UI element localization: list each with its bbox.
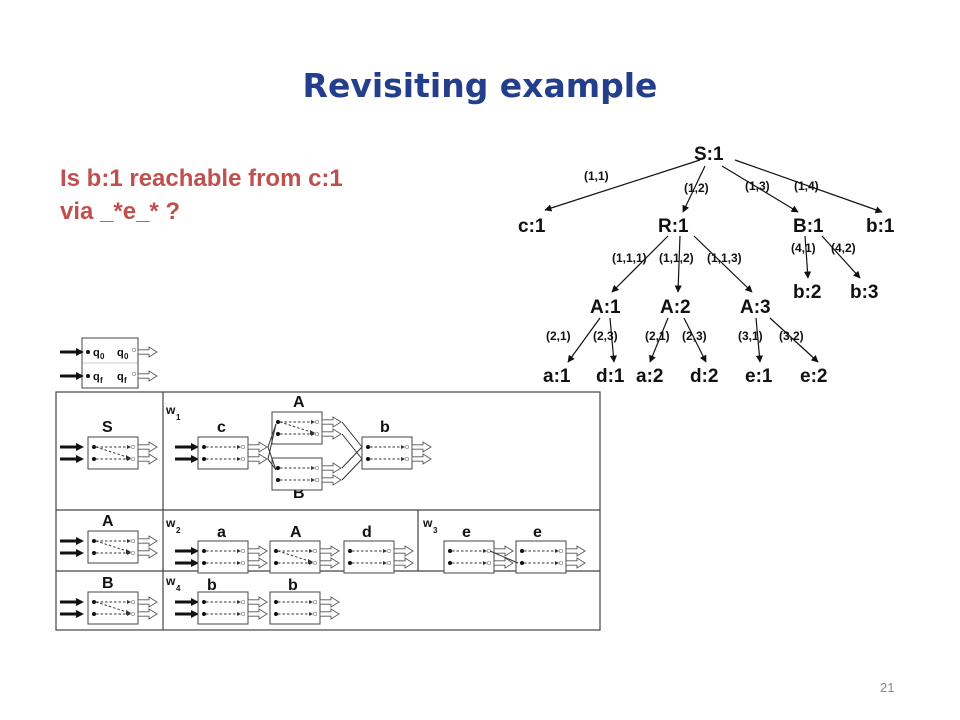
label-a3-e1: (3,1) xyxy=(738,329,763,343)
label-s-r: (1,2) xyxy=(684,181,709,195)
row2-w3-label: w xyxy=(422,516,433,530)
row3-w-label: w xyxy=(165,574,176,588)
row2-w-label: w xyxy=(165,516,176,530)
node-e2: e:2 xyxy=(800,366,827,387)
node-A3: A:3 xyxy=(740,297,771,318)
question-line-2: via _*e_* ? xyxy=(60,198,181,225)
edge-B-b2 xyxy=(803,235,812,279)
row1-w-sub: 1 xyxy=(176,413,181,422)
edge-r-a1 xyxy=(611,235,669,293)
edge-r-a2 xyxy=(674,235,682,293)
row1-w-label: w xyxy=(165,403,176,417)
label-a1-a: (2,1) xyxy=(546,329,571,343)
node-A2: A:2 xyxy=(660,297,691,318)
row2-w-sub: 2 xyxy=(176,526,181,535)
edge-a2-a xyxy=(649,317,669,363)
label-a3-e2: (3,2) xyxy=(779,329,804,343)
node-b2: b:2 xyxy=(793,282,822,303)
edge-a2-d xyxy=(683,317,707,363)
node-b1: b:1 xyxy=(866,216,895,237)
slide-title: Revisiting example xyxy=(302,66,658,105)
label-s-c: (1,1) xyxy=(584,169,609,183)
row1-c-label: c xyxy=(217,419,226,436)
edge-B-b3 xyxy=(821,235,861,279)
node-A1: A:1 xyxy=(590,297,621,318)
edge-s-b xyxy=(734,159,883,214)
legend-qf-left-sub: f xyxy=(100,376,103,385)
legend-q0-left-sub: 0 xyxy=(100,352,105,361)
node-R1: R:1 xyxy=(658,216,689,237)
label-s-b: (1,4) xyxy=(794,179,819,193)
row2-e1-label: e xyxy=(462,524,471,541)
page-number: 21 xyxy=(880,680,895,695)
node-S1: S:1 xyxy=(694,144,724,165)
label-s-B: (1,3) xyxy=(745,179,770,193)
legend-q0-left: q xyxy=(93,347,100,359)
node-d2: d:2 xyxy=(690,366,719,387)
row1-B-label: B xyxy=(293,485,305,502)
row2-w3-sub: 3 xyxy=(433,526,438,535)
row3-b1-label: b xyxy=(207,577,217,594)
row1-A-label: A xyxy=(293,394,305,411)
label-r-a1: (1,1,1) xyxy=(612,251,647,265)
edge-a3-e2 xyxy=(769,317,819,363)
node-c1: c:1 xyxy=(518,216,546,237)
row-2: A w 2 a A d w 3 e e xyxy=(60,513,585,573)
node-B1: B:1 xyxy=(793,216,824,237)
node-b3: b:3 xyxy=(850,282,879,303)
legend-q0-right: q xyxy=(117,347,124,359)
node-a1: a:1 xyxy=(543,366,571,387)
edge-s-B xyxy=(721,165,799,213)
automaton-frame xyxy=(55,391,601,631)
row2-left-label: A xyxy=(102,513,114,530)
row2-e2-label: e xyxy=(533,524,542,541)
label-r-a2: (1,1,2) xyxy=(659,251,694,265)
node-d1: d:1 xyxy=(596,366,625,387)
row1-b-label: b xyxy=(380,419,390,436)
node-e1: e:1 xyxy=(745,366,773,387)
row-3: B w 4 b b xyxy=(60,574,339,624)
legend-qf-right-sub: f xyxy=(124,376,127,385)
legend-qf-right: q xyxy=(117,371,124,383)
question-line-1: Is b:1 reachable from c:1 xyxy=(60,165,343,192)
edge-a3-e1 xyxy=(755,317,763,363)
row2-A-label: A xyxy=(290,524,302,541)
row-1: S w 1 c A B b xyxy=(60,394,431,502)
edge-s-r xyxy=(682,165,706,213)
legend-box: q 0 q 0 q f q f xyxy=(58,337,158,389)
legend-qf-left: q xyxy=(93,371,100,383)
label-a2-d: (2,3) xyxy=(682,329,707,343)
label-r-a3: (1,1,3) xyxy=(707,251,742,265)
label-B-b2: (4,1) xyxy=(791,241,816,255)
row3-b2-label: b xyxy=(288,577,298,594)
edge-a1-a xyxy=(567,317,601,363)
row2-d-label: d xyxy=(362,524,372,541)
label-a1-d: (2,3) xyxy=(593,329,618,343)
label-a2-a: (2,1) xyxy=(645,329,670,343)
label-B-b3: (4,2) xyxy=(831,241,856,255)
row3-w-sub: 4 xyxy=(176,584,181,593)
edge-s-c xyxy=(544,159,701,212)
row3-left-label: B xyxy=(102,575,114,592)
node-a2: a:2 xyxy=(636,366,663,387)
question-text: Is b:1 reachable from c:1 via _*e_* ? xyxy=(60,162,343,228)
row2-a-label: a xyxy=(217,524,226,541)
row1-left-label: S xyxy=(102,419,113,436)
edge-a1-d xyxy=(609,317,617,363)
legend-q0-right-sub: 0 xyxy=(124,352,129,361)
edge-r-a3 xyxy=(693,235,753,293)
